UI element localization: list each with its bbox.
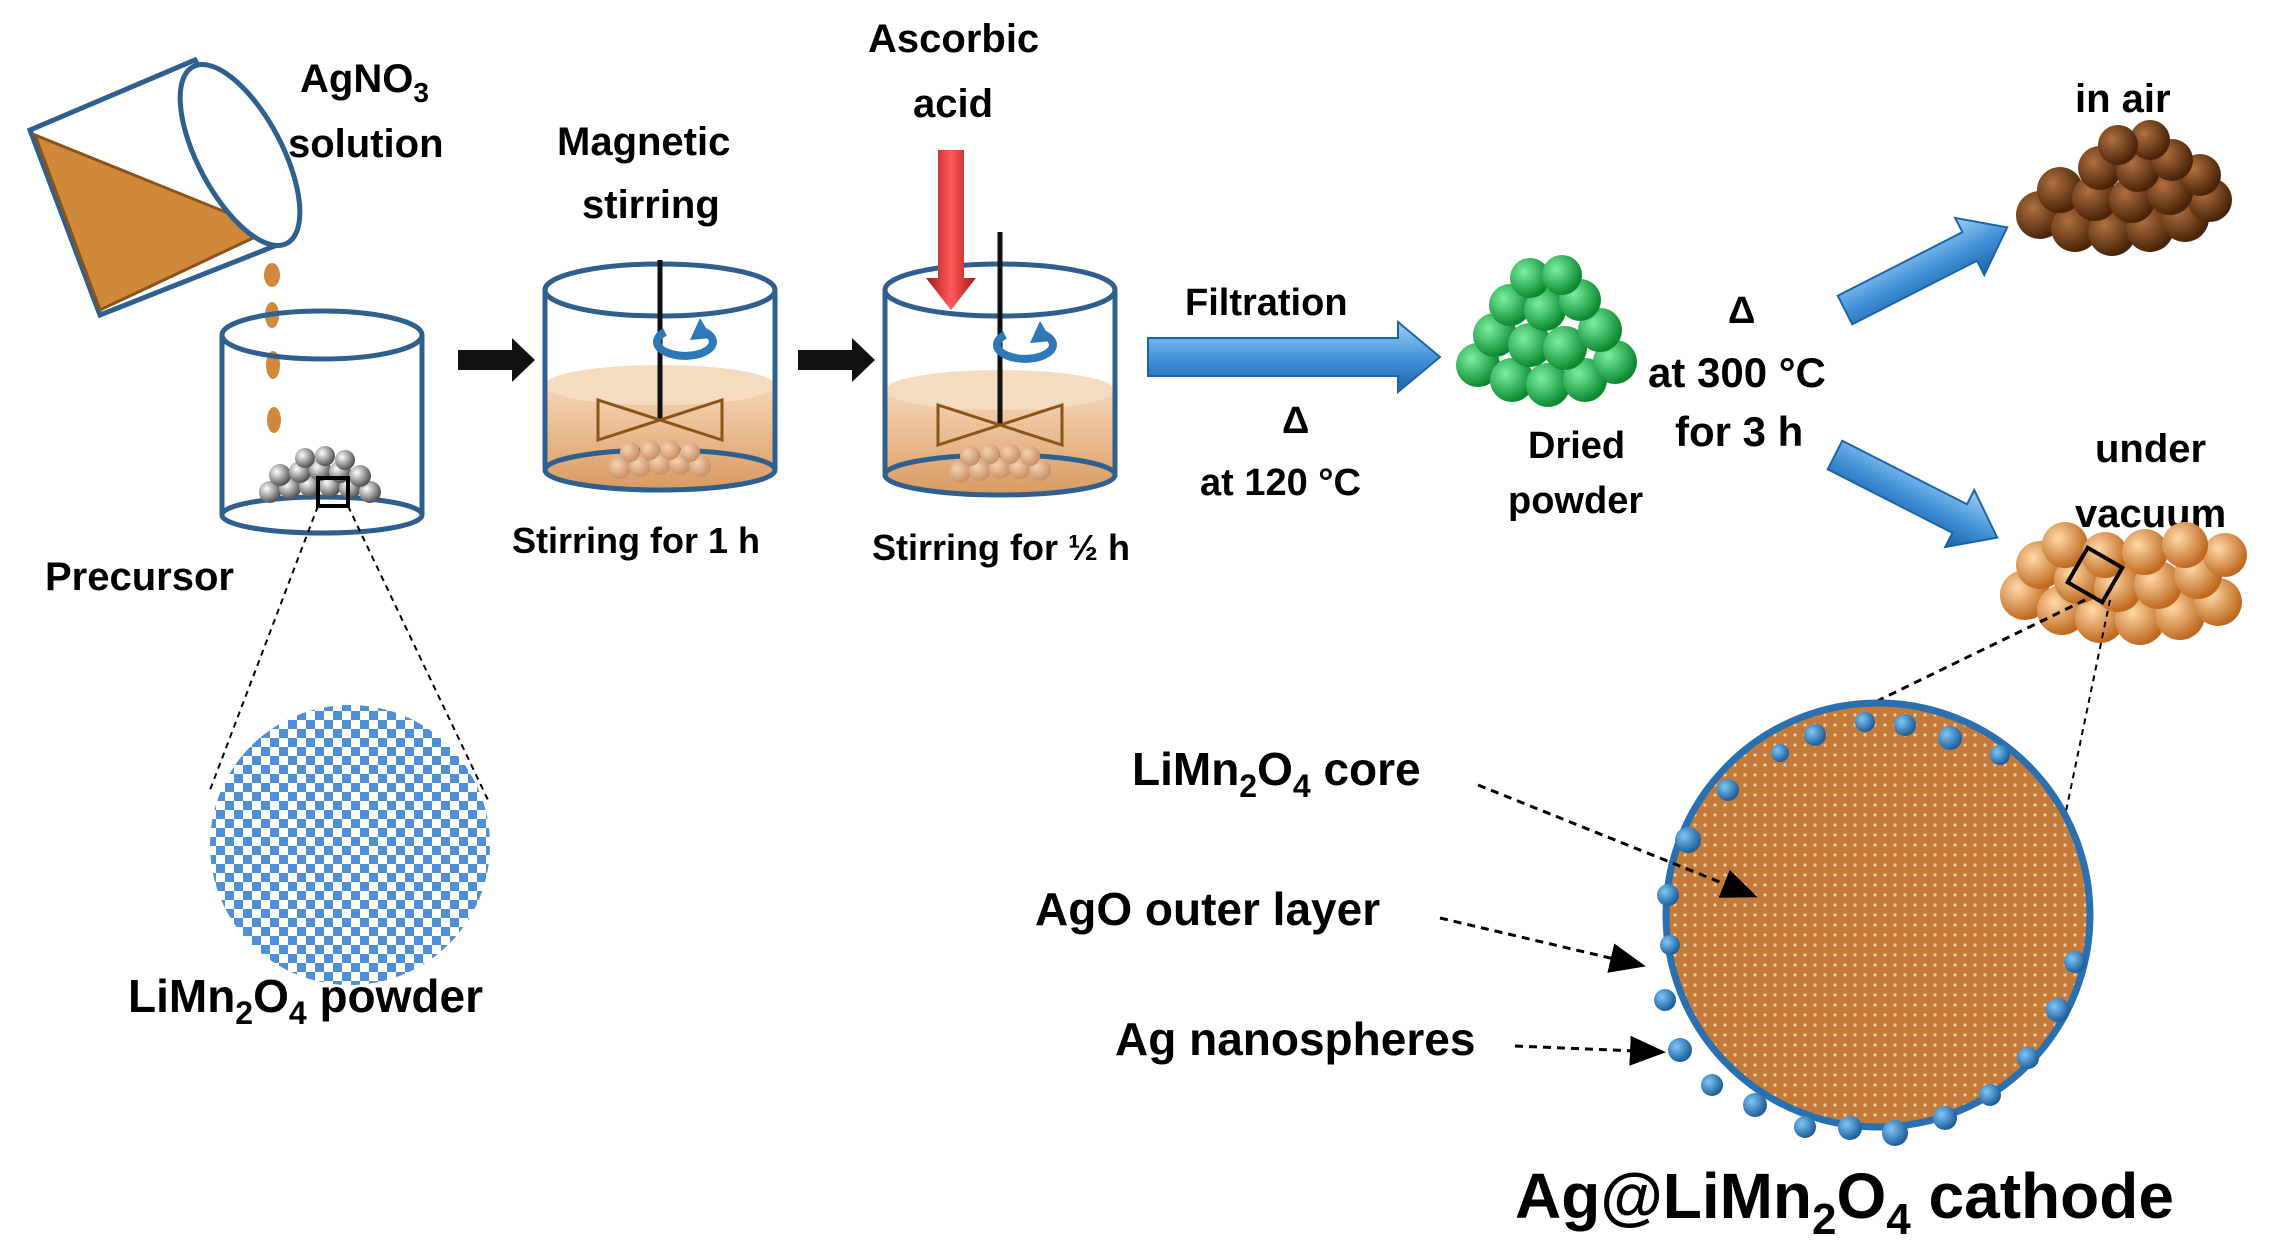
precursor-label: Precursor [45, 555, 234, 599]
limn2o4-powder-label: LiMn2O4 powder [128, 970, 483, 1031]
ago-outer-layer-label: AgO outer layer [1035, 883, 1380, 935]
stirring-label: stirring [582, 183, 720, 227]
ag-nanospheres-pointer-arrow [1514, 1035, 1666, 1066]
dried-powder-cluster-icon [1456, 255, 1637, 407]
zoom-line-left [209, 505, 319, 791]
for-3h-label: for 3 h [1675, 408, 1803, 455]
delta-2-label: Δ [1728, 290, 1755, 332]
in-air-brown-cluster-icon [2016, 120, 2232, 256]
process-arrow-2 [798, 338, 875, 382]
process-arrow-1 [458, 338, 535, 382]
ascorbic-acid-drop-arrow [926, 150, 976, 310]
arrow-to-in-air [1836, 216, 2009, 326]
ag-nanospheres-label: Ag nanospheres [1115, 1013, 1475, 1065]
filtration-label: Filtration [1185, 282, 1348, 324]
pouring-cup-icon [26, 56, 303, 433]
delta-1-label: Δ [1282, 400, 1309, 442]
at-120c-label: at 120 °C [1200, 462, 1361, 504]
limn2o4-core-label: LiMn2O4 core [1132, 743, 1421, 804]
agno3-label: AgNO3 [300, 57, 429, 108]
cathode-particle-icon [1654, 699, 2094, 1146]
limn2o4-powder-checker-icon [210, 705, 490, 985]
under-vacuum-orange-cluster-icon [2000, 522, 2247, 645]
ago-pointer-arrow [1439, 916, 1646, 973]
dried-label: Dried [1528, 425, 1625, 467]
acid-label: acid [913, 82, 993, 126]
core-pointer-arrow [1477, 783, 1758, 898]
stirring-beaker-1-icon [542, 260, 778, 493]
cathode-title-label: Ag@LiMn2O4 cathode [1515, 1160, 2174, 1243]
zoom-box-vacuum [2064, 544, 2126, 606]
in-air-label: in air [2075, 77, 2171, 121]
stirring-1h-label: Stirring for 1 h [512, 520, 760, 561]
ascorbic-label: Ascorbic [868, 17, 1039, 61]
arrow-to-vacuum [1826, 439, 1999, 549]
stirring-half-h-label: Stirring for ½ h [872, 527, 1130, 568]
under-label: under [2095, 427, 2206, 471]
gray-particle-cluster-icon [259, 446, 381, 503]
zoom-box-precursor [316, 476, 350, 508]
powder-label: powder [1508, 480, 1643, 522]
stirring-beaker-2-icon [882, 232, 1118, 498]
solution-label: solution [288, 122, 444, 166]
precursor-beaker-icon [219, 308, 425, 536]
magnetic-label: Magnetic [557, 120, 730, 164]
at-300c-label: at 300 °C [1648, 349, 1826, 396]
vacuum-label: vacuum [2075, 492, 2226, 536]
filtration-arrow [1147, 319, 1442, 395]
